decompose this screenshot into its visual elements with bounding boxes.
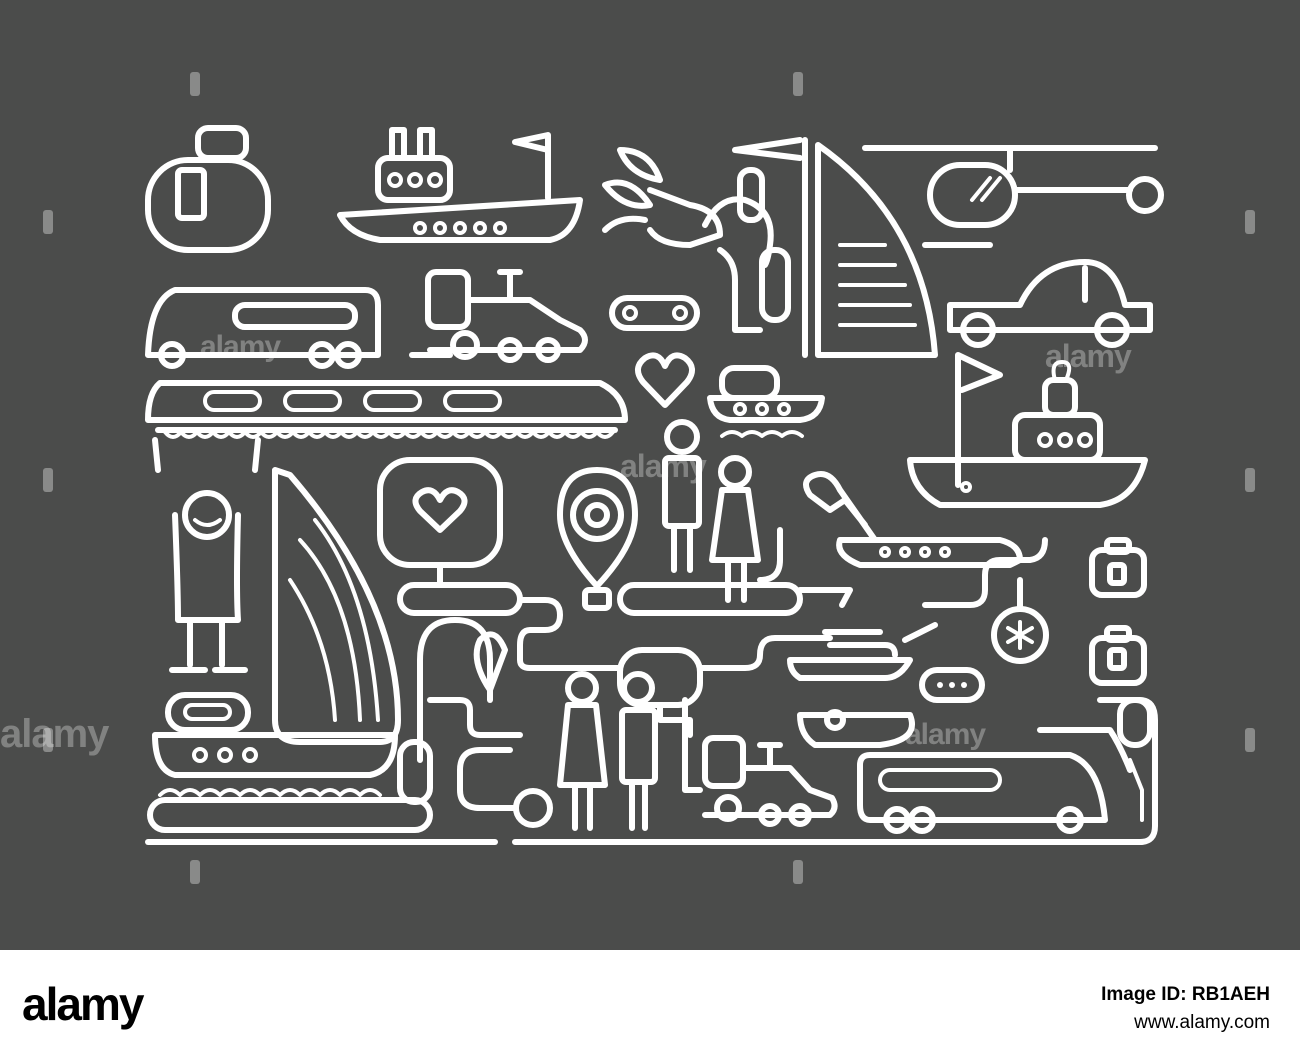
image-id-label: Image ID: RB1AEH — [1101, 984, 1270, 1005]
tractor-icon — [409, 269, 588, 363]
speech-bubble-heart-icon — [377, 457, 523, 616]
woman-icon — [709, 455, 761, 603]
train-icon — [145, 380, 628, 439]
steamship-icon — [337, 127, 583, 243]
alamy-logo: alamy — [22, 978, 144, 1030]
compass-icon — [991, 577, 1049, 664]
map-pin-icon — [557, 467, 638, 611]
speedboat-icon — [787, 622, 938, 681]
raft-icon — [147, 692, 433, 833]
travel-line-art — [43, 72, 1255, 884]
illustration-artboard: alamy alamy alamy alamy alamy — [0, 0, 1300, 950]
tractor-bottom-icon — [682, 697, 838, 827]
boat-icon — [707, 365, 825, 438]
bag-icon — [1089, 537, 1147, 686]
fountain-icon — [907, 352, 1148, 508]
man-icon — [662, 419, 702, 573]
couple-icon — [557, 671, 658, 831]
website-label: www.alamy.com — [1134, 1012, 1270, 1033]
car-icon — [947, 259, 1153, 348]
bus-bottom-icon — [857, 697, 1153, 834]
airplane-icon — [757, 471, 1023, 583]
person-cheering-icon — [152, 437, 261, 673]
bus-icon — [145, 287, 381, 369]
suitcase-icon — [145, 125, 271, 253]
heart-icon — [635, 352, 695, 408]
sail-hotel-icon — [732, 137, 938, 358]
waterfall-icon — [272, 467, 401, 745]
footer-bar: alamy Image ID: RB1AEH www.alamy.com — [0, 950, 1300, 1058]
water-splash-icon — [602, 147, 791, 333]
helicopter-icon — [862, 145, 1164, 248]
